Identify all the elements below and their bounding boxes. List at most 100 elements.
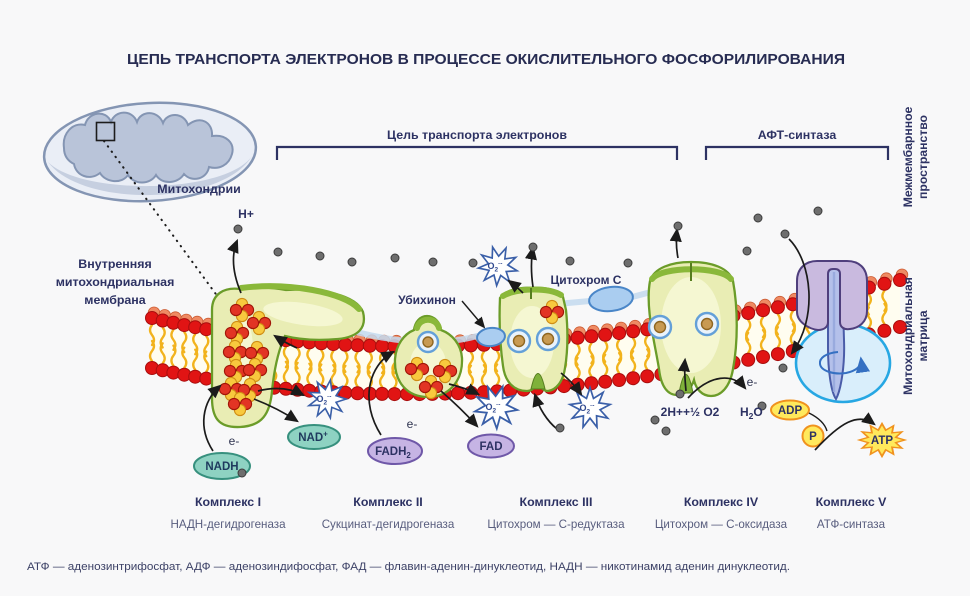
- fad-label: FAD: [480, 441, 503, 453]
- lipid-tail: [330, 364, 337, 387]
- rotation-arrow: [818, 351, 871, 375]
- complex-legend: Комплекс I НАДН-дегидрогеназа Комплекс I…: [170, 495, 887, 531]
- h-plus-label: H+: [238, 207, 254, 221]
- bracket-electron-chain: [275, 145, 679, 160]
- electron-label: e-: [747, 375, 758, 389]
- lipid-tail: [644, 348, 651, 371]
- lipid-head: [584, 329, 599, 344]
- proton-dot: [813, 206, 823, 216]
- lipid-tail: [342, 364, 349, 387]
- superoxide-label: O2·-: [488, 261, 503, 274]
- proton-dot: [237, 468, 247, 478]
- footnote: АТФ — аденозинтрифосфат, АДФ — аденозинд…: [27, 561, 790, 573]
- lipid-tail: [282, 360, 290, 383]
- lipid-head: [387, 387, 402, 402]
- lipid-tail: [629, 350, 637, 373]
- superoxide-label: O2·-: [317, 394, 332, 407]
- complex-iii-notch: [530, 373, 546, 390]
- lipid-tail: [192, 348, 199, 371]
- lipid-tail: [391, 365, 398, 389]
- region-label-intermembrane: Межмембарнноепространство: [901, 106, 930, 207]
- fes-cluster-ball: [242, 363, 256, 377]
- bracket-atp-synthase: [704, 145, 890, 160]
- lipid-head: [893, 273, 907, 287]
- lipid-head: [626, 371, 641, 386]
- ubiquinone-label: Убихинон: [398, 293, 456, 307]
- fadh2-pill: [367, 437, 423, 465]
- superoxide-stars: O2·- O2·- O2·- O2·-: [308, 241, 615, 432]
- complex-iv-name: Комплекс IV: [684, 495, 759, 509]
- f0-rotor: [796, 260, 868, 332]
- proton-dot: [623, 258, 633, 268]
- proton-dot: [233, 224, 243, 234]
- mitochondria-label: Митохондрии: [157, 182, 240, 196]
- lipid-tail: [366, 365, 373, 388]
- phosphate-label: P: [809, 431, 817, 443]
- complex-iii: [498, 286, 569, 393]
- lipid-head: [612, 326, 627, 341]
- nad-pill: [287, 424, 341, 450]
- cytochrome-c-label: Цитохром C: [551, 273, 622, 287]
- lipid-tail: [602, 353, 609, 376]
- lipid-tail: [493, 363, 501, 386]
- lipid-tail: [203, 350, 210, 373]
- fes-cluster-ball: [539, 305, 553, 319]
- proton-dot: [753, 213, 763, 223]
- fes-cluster-ball: [246, 316, 260, 330]
- nadh-pill: [193, 452, 251, 480]
- nad-label: NAD+: [298, 430, 328, 445]
- lipid-tail: [318, 363, 325, 386]
- fes-cluster-ball: [229, 303, 243, 317]
- mitochondrion-illustration: [42, 101, 258, 298]
- cytochrome-c-blob: [588, 285, 634, 313]
- complex-i-enzyme: НАДН-дегидрогеназа: [170, 518, 286, 531]
- electron-and-proton-arrows: [202, 227, 876, 452]
- proton-dot: [273, 247, 283, 257]
- lipid-head: [756, 303, 770, 318]
- proton-dot: [661, 426, 671, 436]
- superoxide-label: O2·-: [580, 403, 595, 416]
- bracket-label-atp-synthase: АФТ-синтаза: [758, 128, 837, 142]
- fes-cluster-ball: [223, 364, 237, 378]
- lipid-head: [741, 306, 756, 320]
- nadh-label: NADH: [205, 461, 238, 473]
- proton-dot: [555, 423, 565, 433]
- fad-pill: [467, 433, 515, 459]
- ubiquinone-blob: [476, 326, 506, 348]
- fes-cluster-ball: [404, 362, 418, 376]
- proton-dots: [233, 206, 823, 478]
- proton-dot: [528, 242, 538, 252]
- proton-dot: [675, 389, 685, 399]
- lipid-head: [350, 386, 365, 401]
- lipid-tail: [170, 344, 177, 367]
- electron-label: e-: [229, 434, 240, 448]
- lipid-tail: [294, 361, 301, 384]
- lipid-tail: [159, 342, 166, 365]
- adp-label: ADP: [778, 405, 803, 417]
- proton-dot: [315, 251, 325, 261]
- fes-cluster-ball: [432, 364, 446, 378]
- lipid-tail: [615, 351, 623, 375]
- complex-ii-enzyme: Сукцинат-дегидрогеназа: [322, 518, 455, 531]
- iron-sulfur-clusters-complex-ii: [404, 356, 458, 400]
- fes-cluster-ball: [222, 345, 236, 359]
- lipid-tail: [354, 365, 361, 388]
- lipid-tail: [881, 302, 888, 325]
- lipid-head: [375, 386, 390, 401]
- lipid-tail: [480, 363, 488, 387]
- lipid-head: [338, 337, 353, 352]
- fes-cluster-ball: [244, 346, 258, 360]
- lipid-head: [640, 369, 655, 384]
- lipid-tail: [378, 365, 386, 389]
- phosphate-pill: [801, 424, 825, 448]
- fes-cluster-ball: [224, 326, 238, 340]
- proton-dot: [565, 256, 575, 266]
- lipid-tail: [588, 355, 595, 378]
- complex-iv-enzyme: Цитохром — С-оксидаза: [655, 518, 788, 531]
- lipid-tail: [306, 362, 313, 385]
- proton-dot: [347, 257, 357, 267]
- lipid-head: [375, 339, 390, 354]
- proton-dot: [778, 363, 788, 373]
- fadh2-label: FADH2: [375, 446, 411, 460]
